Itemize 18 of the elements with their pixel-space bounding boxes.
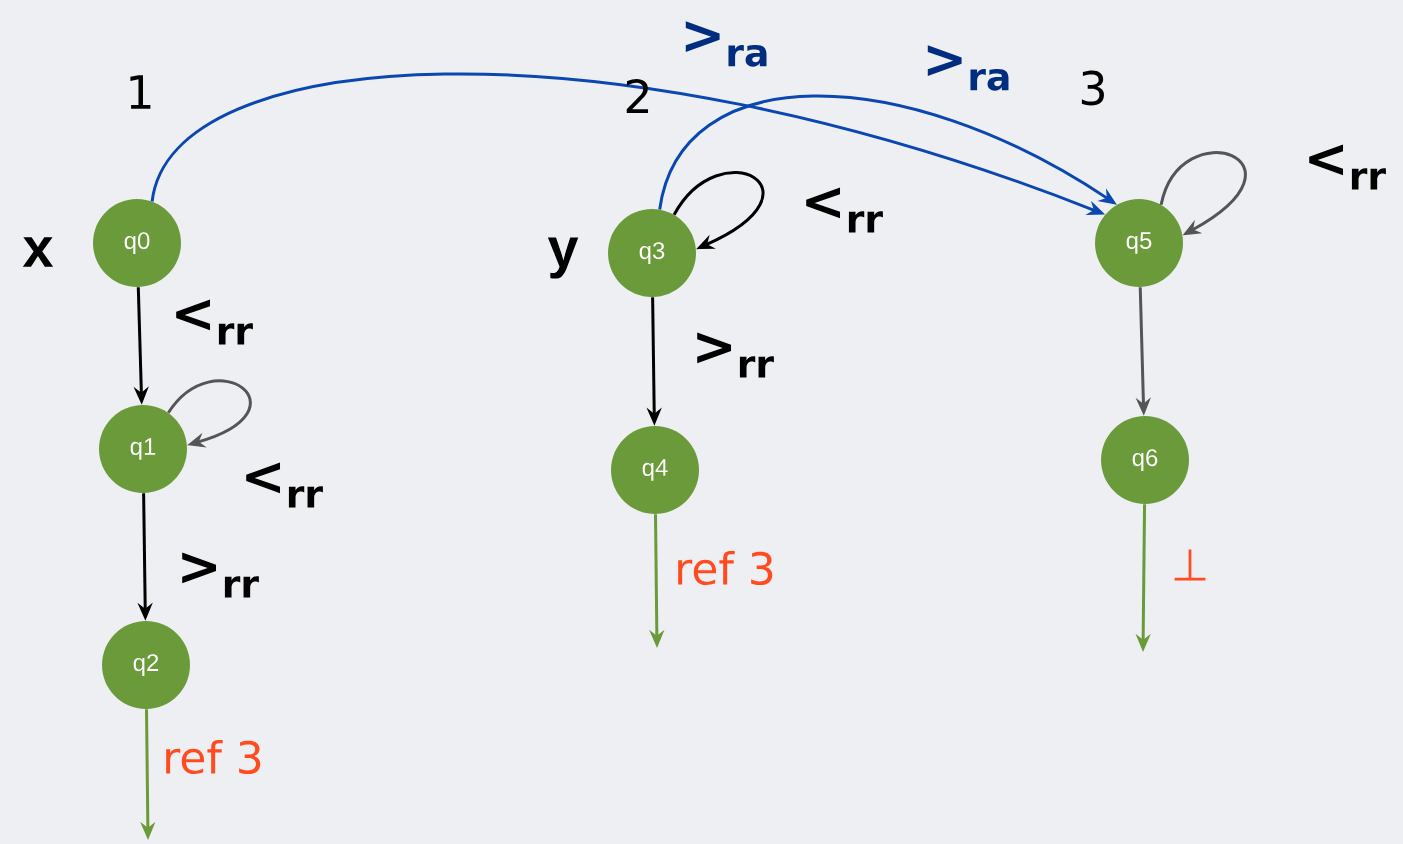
edge-label: >$_{rr}$ bbox=[697, 332, 774, 378]
column-number: 2 bbox=[626, 78, 649, 114]
edge-label: <$_{rr}$ bbox=[246, 462, 323, 508]
edge-label: <$_{rr}$ bbox=[176, 299, 253, 345]
edge-label: ref 3 bbox=[678, 551, 773, 586]
edge-label: <$_{rr}$ bbox=[806, 187, 883, 233]
edge-label: ⊥ bbox=[1174, 549, 1206, 581]
edge-label: <$_{rr}$ bbox=[1309, 144, 1386, 190]
variable-label: y bbox=[547, 237, 579, 279]
edge-label: >$_{ra}$ bbox=[685, 21, 767, 67]
variable-label: x bbox=[22, 237, 54, 267]
column-number: 3 bbox=[1081, 70, 1104, 106]
edge-label: ref 3 bbox=[166, 740, 261, 775]
edge-label: >$_{ra}$ bbox=[927, 45, 1009, 91]
arrow bbox=[672, 171, 765, 250]
edge-label: >$_{rr}$ bbox=[182, 552, 259, 598]
column-number: 1 bbox=[130, 75, 151, 109]
arrow bbox=[167, 379, 252, 448]
